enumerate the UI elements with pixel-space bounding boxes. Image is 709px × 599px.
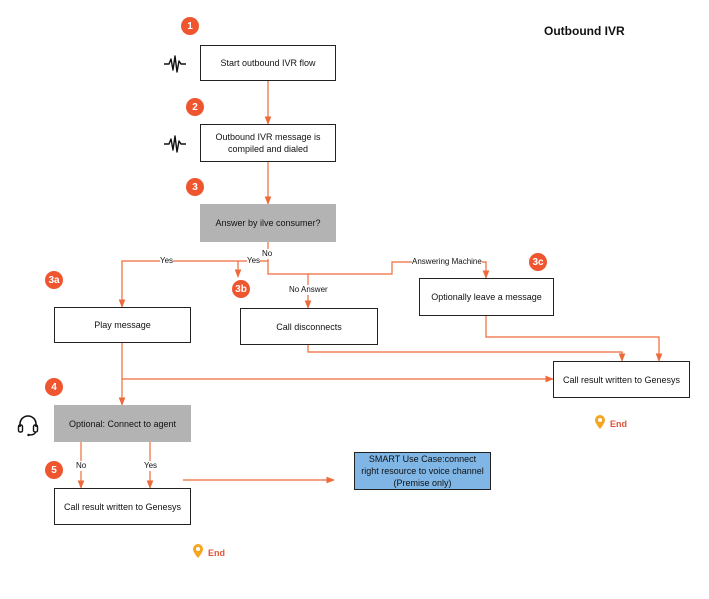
node-leave-message: Optionally leave a message xyxy=(419,278,554,316)
step-badge-3: 3 xyxy=(186,178,204,196)
edge-answer-no xyxy=(267,261,490,279)
location-pin-icon xyxy=(595,415,605,429)
step-badge-3c: 3c xyxy=(529,253,547,271)
step-badge-3b: 3b xyxy=(232,280,250,298)
edge-label-yes-mid: Yes xyxy=(247,256,261,266)
edge-leave-to-result xyxy=(485,316,663,362)
node-start: Start outbound IVR flow xyxy=(200,45,336,81)
edge-label-yes-bottom: Yes xyxy=(144,461,158,471)
page-title: Outbound IVR xyxy=(544,24,625,38)
end-label-bottom: End xyxy=(208,548,225,558)
node-call-disconnects: Call disconnects xyxy=(240,308,378,345)
edge-disconnect-to-result xyxy=(307,345,626,362)
step-badge-2: 2 xyxy=(186,98,204,116)
step-badge-3a: 3a xyxy=(45,271,63,289)
node-smart-use-case: SMART Use Case:connect right resource to… xyxy=(354,452,491,490)
edge-label-no-top: No xyxy=(262,249,273,259)
node-connect-agent: Optional: Connect to agent xyxy=(54,405,191,442)
step-badge-4: 4 xyxy=(45,378,63,396)
edge-play-to-result xyxy=(121,343,554,383)
edge-label-no-answer: No Answer xyxy=(289,285,328,295)
edge-label-yes-left: Yes xyxy=(160,256,174,266)
node-play-message: Play message xyxy=(54,307,191,343)
node-compile: Outbound IVR message is compiled and dia… xyxy=(200,124,336,162)
edge-answer-yes-play xyxy=(118,242,269,308)
headset-icon xyxy=(17,415,39,437)
edge-label-answering-machine: Answering Machine xyxy=(412,257,482,267)
node-call-result-bottom: Call result written to Genesys xyxy=(54,488,191,525)
edge-label-no-bottom: No xyxy=(76,461,87,471)
step-badge-5: 5 xyxy=(45,461,63,479)
node-answer-decision: Answer by ilve consumer? xyxy=(200,204,336,242)
waveform-icon xyxy=(164,55,186,73)
end-label-right: End xyxy=(610,419,627,429)
node-call-result-right: Call result written to Genesys xyxy=(553,361,690,398)
location-pin-icon xyxy=(193,544,203,558)
step-badge-1: 1 xyxy=(181,17,199,35)
waveform-icon xyxy=(164,135,186,153)
